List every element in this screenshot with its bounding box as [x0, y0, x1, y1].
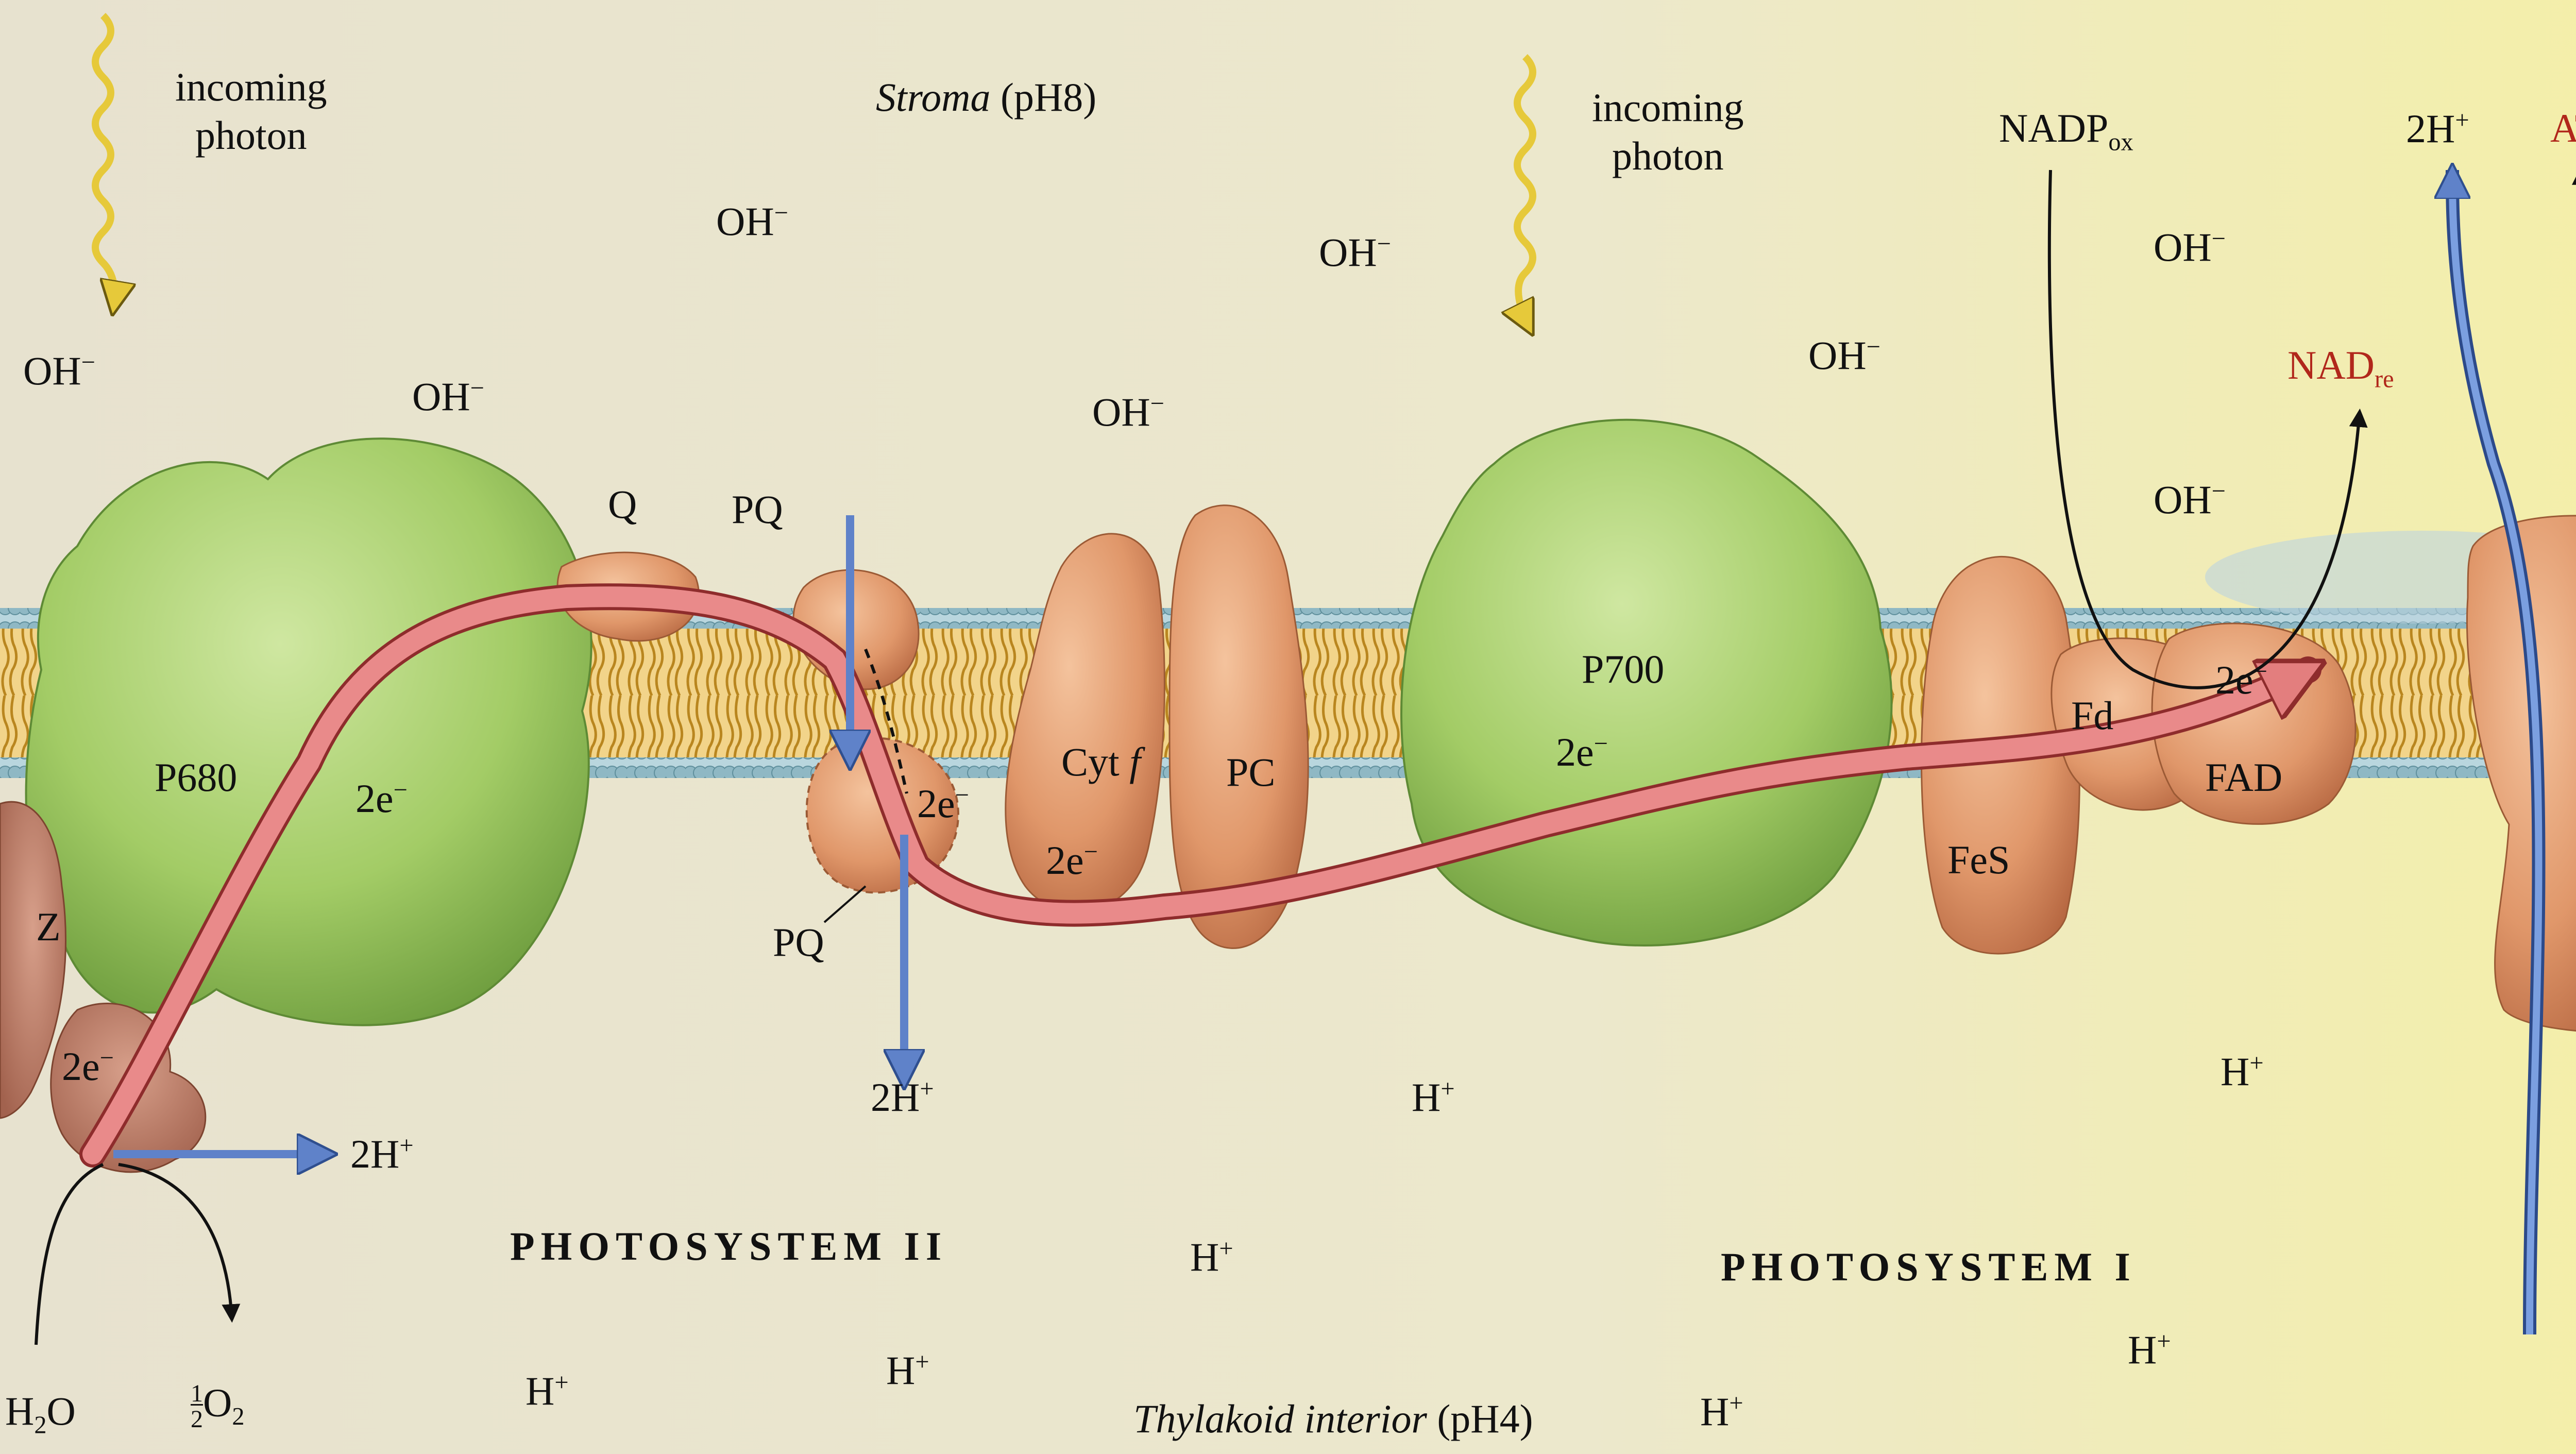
stroma-label: Stroma (pH8): [876, 77, 1096, 117]
p700-label: P700: [1582, 649, 1664, 689]
electron-label: 2e−: [62, 1046, 114, 1087]
oh-label: OH−: [716, 201, 788, 242]
photosystem-ii-label: PHOTOSYSTEM II: [510, 1226, 947, 1266]
oh-label: OH−: [1319, 232, 1391, 273]
h-plus-label: H+: [886, 1350, 929, 1391]
nad-re-label: NADre: [2287, 345, 2394, 392]
two-h-label: 2H+: [350, 1134, 414, 1174]
pq-label-top: PQ: [732, 489, 783, 530]
photosystem-i-label: PHOTOSYSTEM I: [1721, 1247, 2137, 1287]
oh-label: OH−: [2154, 479, 2226, 520]
oh-label: OH−: [23, 350, 95, 391]
fad-label: FAD: [2205, 757, 2282, 798]
p680-label: P680: [155, 757, 237, 798]
h-plus-label: H+: [1190, 1237, 1233, 1277]
water-label: H2O: [5, 1391, 76, 1438]
oh-label: OH−: [1092, 392, 1164, 432]
incoming-photon-label-1: incoming photon: [175, 67, 327, 156]
z-label: Z: [36, 907, 61, 947]
two-h-top-label: 2H+: [2406, 108, 2469, 149]
fd-label: Fd: [2071, 696, 2113, 736]
cyt-f-label: Cyt f: [1061, 742, 1141, 782]
oh-label: OH−: [1808, 335, 1880, 376]
electron-label: 2e−: [917, 783, 969, 824]
h-plus-label: H+: [2128, 1329, 2171, 1370]
nadp-ox-label: NADPox: [1999, 108, 2133, 155]
oh-label: OH−: [2154, 227, 2226, 267]
pc-label: PC: [1226, 752, 1275, 792]
incoming-photon-label-2: incoming photon: [1592, 88, 1744, 176]
two-h-label: 2H+: [871, 1077, 934, 1118]
h-plus-label: H+: [1412, 1077, 1455, 1118]
atp-label: ATP: [2550, 108, 2576, 148]
h-plus-label: H+: [2221, 1051, 2264, 1092]
thylakoid-interior-label: Thylakoid interior (pH4): [1133, 1399, 1533, 1439]
electron-label: 2e−: [1556, 732, 1608, 772]
electron-label: 2e−: [1046, 840, 1098, 881]
pq-label-bottom: PQ: [773, 922, 824, 962]
h-plus-label: H+: [1700, 1391, 1743, 1432]
electron-label: 2e−: [2215, 660, 2267, 700]
oh-label: OH−: [412, 376, 484, 417]
photosystem-ii-complex: [26, 438, 591, 1025]
fes-label: FeS: [1947, 840, 2010, 880]
electron-label: 2e−: [355, 778, 408, 819]
h-plus-label: H+: [526, 1371, 569, 1411]
q-label: Q: [608, 484, 637, 525]
